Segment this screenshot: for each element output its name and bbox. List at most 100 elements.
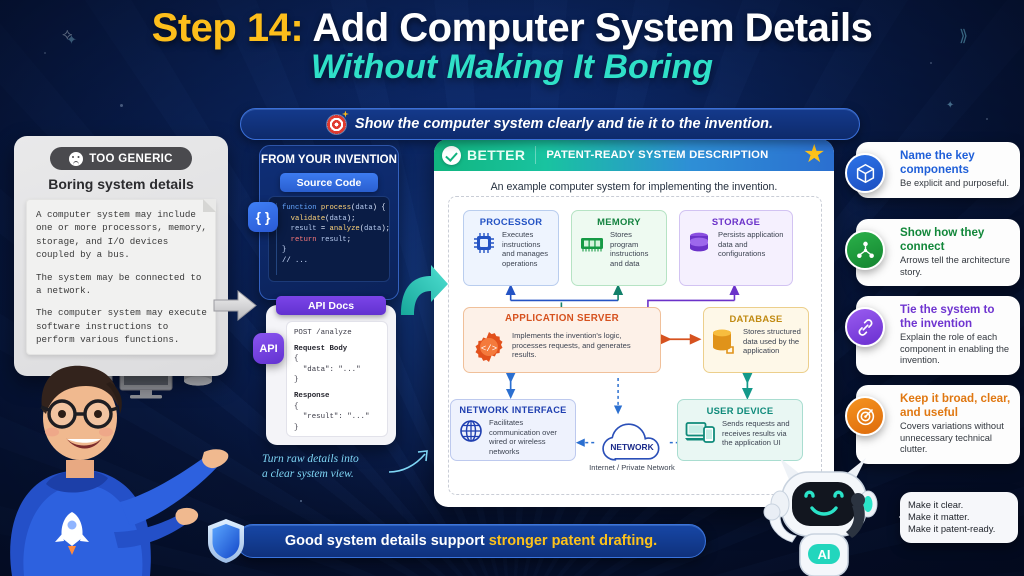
star-dot <box>120 104 123 107</box>
system-diagram: PROCESSOR Executes instructions and mana… <box>448 196 822 495</box>
diagram-node-processor: PROCESSOR Executes instructions and mana… <box>463 210 559 286</box>
node-title: PROCESSOR <box>479 216 543 227</box>
handwritten-note-line1: Turn raw details into <box>262 453 359 465</box>
check-circle-icon <box>442 145 461 165</box>
node-title: DATABASE <box>729 313 783 324</box>
target-icon <box>326 114 346 134</box>
bottom-banner: Good system details support stronger pat… <box>236 524 706 558</box>
tip-title: Tie the system to the invention <box>900 303 995 330</box>
bottom-banner-text: Good system details support stronger pat… <box>285 533 657 549</box>
tip-card-show-connections[interactable]: Show how they connect Arrows tell the ar… <box>845 219 1020 287</box>
code-line: validate(data); <box>290 214 356 223</box>
tip-desc: Be explicit and purposeful. <box>900 178 1010 188</box>
database-disk-icon <box>690 232 708 252</box>
api-line: "data": "..." <box>294 365 361 374</box>
cloud-caption: Internet / Private Network <box>589 463 675 472</box>
node-desc: Facilitates communication over wired or … <box>489 418 557 456</box>
bubble-line3: Make it patent-ready. <box>908 523 996 535</box>
api-docs-body: POST /analyze Request Body { "data": "..… <box>286 321 388 437</box>
gear-code-icon: </> <box>475 332 503 362</box>
generic-paragraph: The system may be connected to a network… <box>36 271 202 297</box>
diagram-node-database: DATABASE Stores structured data used by … <box>703 307 809 373</box>
bubble-line1: Make it clear. <box>908 499 964 510</box>
too-generic-title: Boring system details <box>48 176 194 192</box>
presenter-character <box>10 365 229 576</box>
api-line: { <box>294 402 299 411</box>
subtitle-banner: Show the computer system clearly and tie… <box>240 108 860 140</box>
svg-text:</>: </> <box>481 344 497 354</box>
invention-card-title: FROM YOUR INVENTION <box>261 154 397 166</box>
handwritten-note-line2: a clear system view. <box>262 468 354 480</box>
subtitle-banner-text: Show the computer system clearly and tie… <box>354 116 774 132</box>
api-line: } <box>294 423 299 432</box>
node-desc: Stores program instructions and data <box>610 230 649 268</box>
tip-title: Show how they connect <box>900 226 985 253</box>
api-line: } <box>294 376 299 385</box>
star-dot <box>300 500 302 502</box>
node-title: APPLICATION SERVER <box>505 313 619 324</box>
tip-desc: Arrows tell the architecture story. <box>900 255 1011 277</box>
teal-curved-arrow-icon <box>401 265 448 315</box>
tip-desc: Explain the role of each component in en… <box>900 332 1010 366</box>
star-icon: ★ <box>803 140 826 168</box>
diagram-node-storage: STORAGE Persists application data and co… <box>679 210 793 286</box>
header: Step 14: Add Computer System Details Wit… <box>0 6 1024 86</box>
tip-title: Keep it broad, clear, and useful <box>900 392 1011 419</box>
api-line: Response <box>294 391 330 400</box>
tip-title: Name the key components <box>900 149 975 176</box>
cloud-label: NETWORK <box>610 442 654 452</box>
api-docs-label: API Docs <box>307 299 355 312</box>
better-panel-title: PATENT-READY SYSTEM DESCRIPTION <box>546 149 769 161</box>
node-desc: Stores structured data used by the appli… <box>743 327 801 356</box>
bottom-banner-plain: Good system details support <box>284 533 489 549</box>
node-title: MEMORY <box>597 216 641 227</box>
api-line: Request Body <box>294 344 348 353</box>
node-desc: Sends requests and receives results via … <box>722 419 790 448</box>
generic-paragraph: The computer system may execute software… <box>36 307 207 346</box>
api-docs-pill: API Docs <box>276 296 386 315</box>
grey-arrow-icon <box>213 289 257 322</box>
diagram-node-application-server: APPLICATION SERVER </> Implements the in… <box>463 307 661 373</box>
code-line: function process(data) { <box>282 204 386 212</box>
api-line: "result": "..." <box>294 413 370 422</box>
better-panel-header: BETTER PATENT-READY SYSTEM DESCRIPTION ★ <box>434 139 834 171</box>
page-title: Step 14: Add Computer System Details <box>0 6 1024 50</box>
api-docs-card: API Docs API POST /analyze Request Body … <box>253 296 396 445</box>
braces-chip-icon: { } <box>248 202 278 232</box>
node-desc: Persists application data and configurat… <box>718 230 784 259</box>
title-text: Add Computer System Details <box>312 6 873 50</box>
code-line: } <box>282 246 287 255</box>
cube-icon <box>845 153 885 193</box>
source-code-label: Source Code <box>296 176 362 189</box>
robot-speech-bubble: Make it clear. Make it matter. Make it p… <box>899 492 1018 543</box>
tip-card-name-components[interactable]: Name the key components Be explicit and … <box>845 142 1020 198</box>
ai-robot-character: AI <box>763 458 878 576</box>
page-subtitle: Without Making It Boring <box>311 48 713 86</box>
tip-desc: Covers variations without unnecessary te… <box>900 421 1004 455</box>
shield-icon <box>208 519 244 563</box>
diagram-node-memory: MEMORY Stores program instructions and d… <box>571 210 667 286</box>
sad-face-icon <box>69 151 84 166</box>
globe-icon <box>460 420 482 442</box>
cpu-chip-icon <box>474 233 494 253</box>
node-title: NETWORK INTERFACE <box>459 405 567 415</box>
api-chip-icon: API <box>253 333 284 364</box>
robot-badge-label: AI <box>818 547 831 562</box>
too-generic-card: TOO GENERIC Boring system details A comp… <box>14 136 228 376</box>
api-line: { <box>294 355 299 364</box>
tip-card-tie-to-invention[interactable]: Tie the system to the invention Explain … <box>845 296 1020 375</box>
node-desc: Executes instructions and manages operat… <box>502 230 549 268</box>
header-divider <box>535 146 537 164</box>
link-icon <box>845 307 885 347</box>
too-generic-badge-label: TOO GENERIC <box>89 152 173 165</box>
better-badge: BETTER <box>442 145 535 165</box>
too-generic-badge: TOO GENERIC <box>50 147 192 170</box>
laptop-phone-icon <box>685 422 715 443</box>
source-code-pill: Source Code <box>280 173 378 192</box>
nodes-icon <box>845 230 885 270</box>
diagram-caption: An example computer system for implement… <box>490 181 778 193</box>
source-code-block: function process(data) { validate(data);… <box>268 196 390 282</box>
better-label: BETTER <box>467 147 526 163</box>
bubble-line2: Make it matter. <box>908 511 970 523</box>
